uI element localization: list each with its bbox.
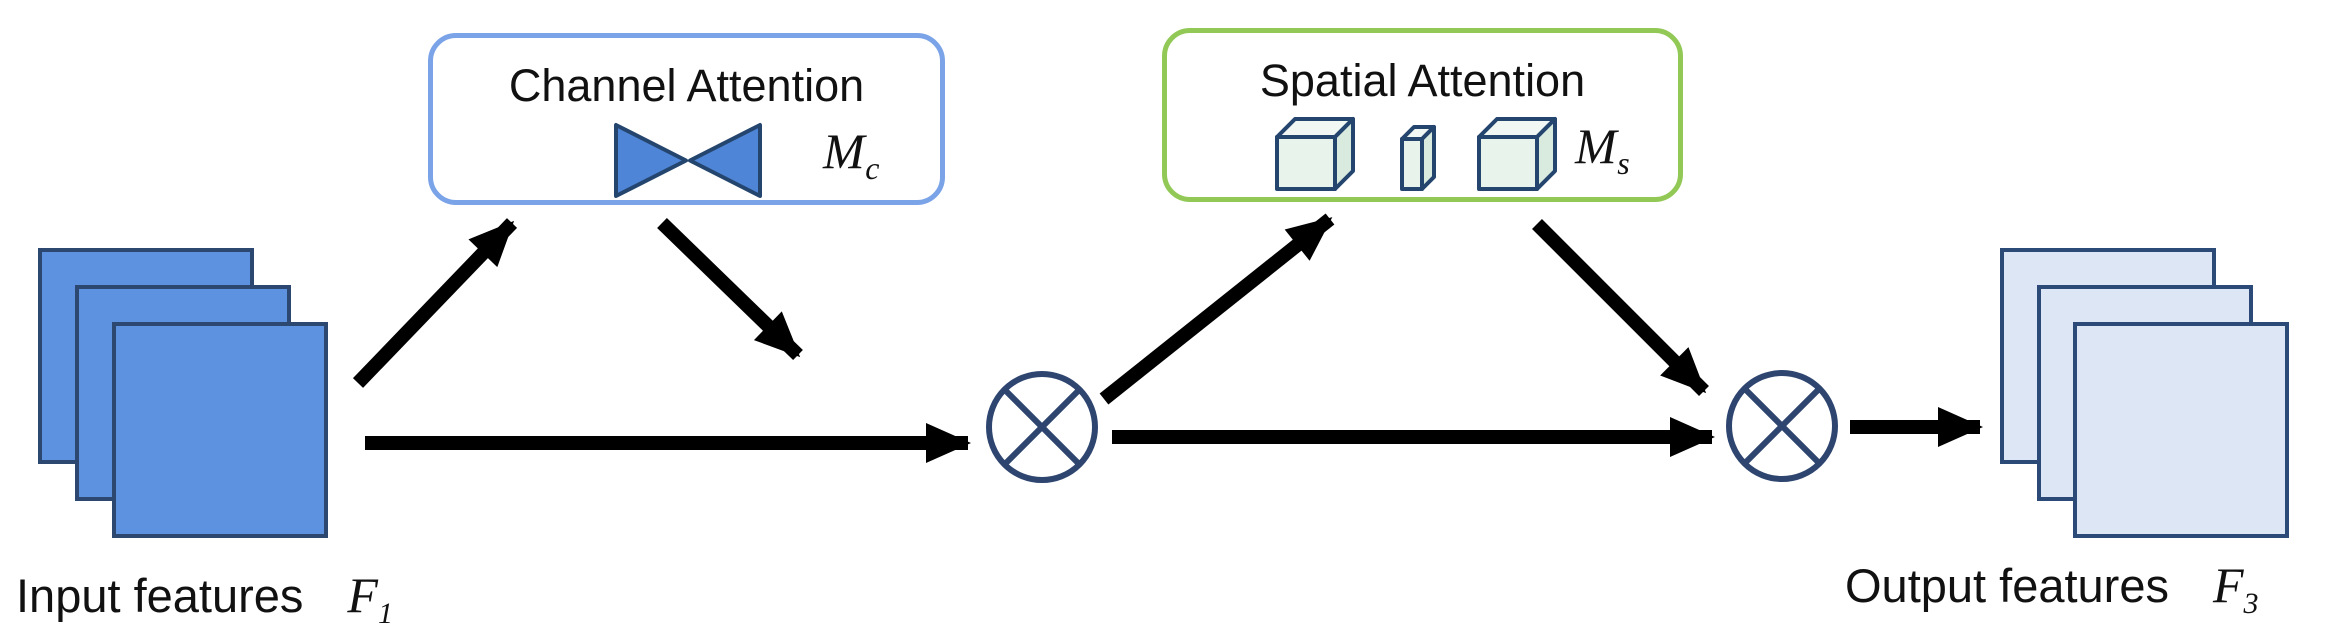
spatial-attention-title: Spatial Attention [1259, 55, 1586, 106]
output-features-label: Output features F3 [1845, 557, 2259, 620]
channel-attention-box: Channel Attention Mc [428, 33, 945, 205]
output-features-symbol: F3 [2212, 557, 2259, 620]
spatial-attention-box: Spatial Attention Ms [1162, 28, 1683, 202]
input-features-symbol: F1 [347, 567, 393, 630]
arrow-channel-to-multiply1 [657, 217, 803, 361]
feature-cube-icon [1275, 117, 1557, 191]
arrow-multiply1-to-spatial [1099, 213, 1335, 405]
multiply-icon-1 [986, 371, 1098, 483]
arrow-spatial-to-multiply2 [1532, 219, 1709, 396]
channel-attention-map-symbol: Mc [823, 123, 880, 187]
input-feature-square-front [112, 322, 328, 538]
channel-attention-title: Channel Attention [508, 60, 865, 111]
output-feature-square-front [2073, 322, 2289, 538]
bowtie-icon [614, 123, 762, 198]
arrow-input-to-channel [352, 218, 518, 388]
input-features-label: Input features F1 [16, 567, 393, 630]
multiply-icon-2 [1726, 370, 1838, 482]
spatial-attention-map-symbol: Ms [1575, 118, 1630, 182]
